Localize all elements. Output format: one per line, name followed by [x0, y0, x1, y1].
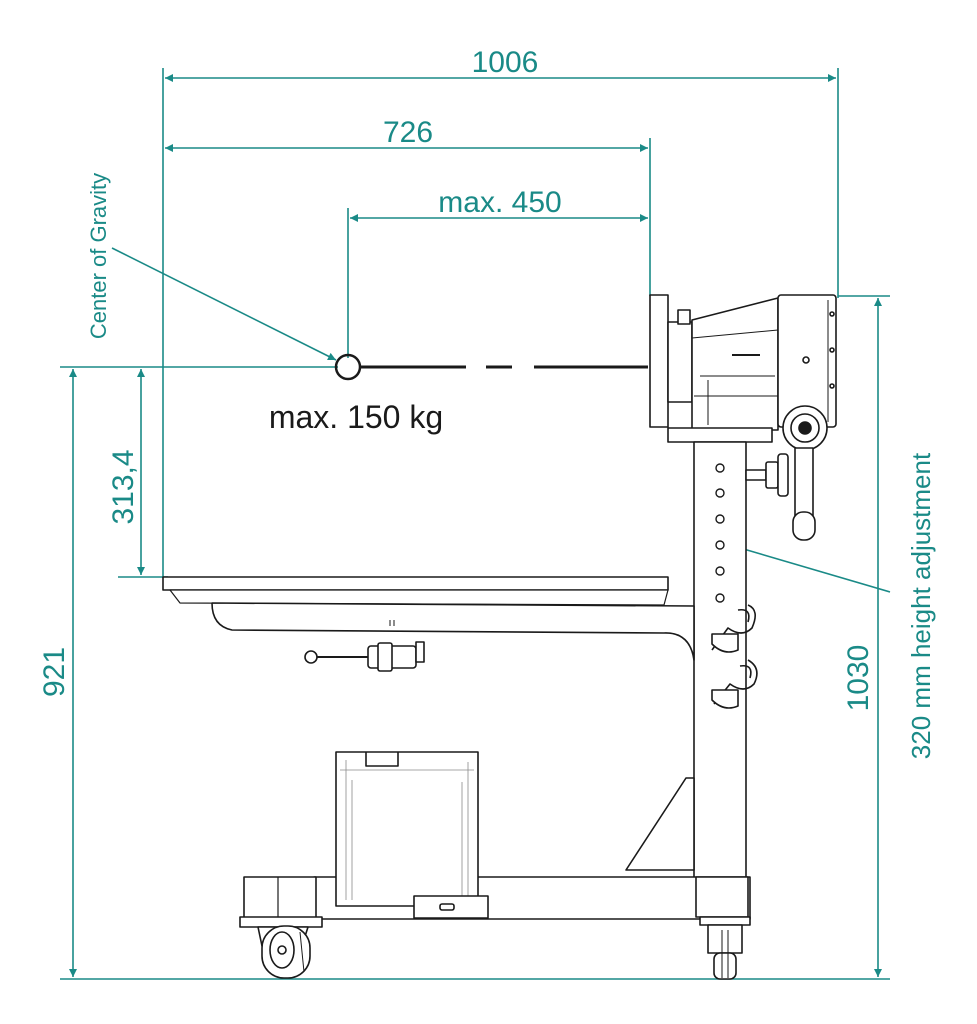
dim-313-label: 313,4	[107, 449, 140, 524]
tank-unit	[335, 751, 479, 907]
dim-726-label: 726	[383, 116, 433, 149]
dim-921-label: 921	[38, 647, 71, 697]
wheel-icon	[257, 925, 311, 979]
dim-1006-label: 1006	[472, 46, 539, 79]
lever-valve-icon	[304, 641, 425, 672]
wheel-icon	[707, 924, 743, 980]
height-adj-leader	[729, 543, 891, 593]
pin-icon	[711, 604, 758, 709]
machine-drawing	[162, 294, 837, 980]
max-load-label: max. 150 kg	[269, 399, 443, 435]
dim-450-label: max. 450	[438, 186, 561, 219]
mount-plate	[649, 294, 669, 428]
gear-housing	[691, 297, 779, 431]
dimension-labels: 1006 726 max. 450 313,4 921 1030 Center …	[38, 46, 936, 759]
table-top	[162, 576, 669, 591]
dim-1030-label: 1030	[842, 645, 875, 712]
diagonal-brace	[625, 777, 695, 871]
cantilever-arm	[211, 602, 695, 661]
dimension-lines	[60, 68, 891, 980]
height-adjustment-label: 320 mm height adjustment	[906, 452, 936, 759]
center-of-gravity-mark	[334, 353, 648, 381]
cog-label: Center of Gravity	[86, 173, 111, 339]
adjustment-holes	[715, 463, 725, 603]
cog-leader	[111, 247, 337, 361]
crank-handle-icon	[782, 405, 828, 541]
column-outer	[693, 441, 747, 913]
clamp-knob-icon	[745, 453, 789, 497]
